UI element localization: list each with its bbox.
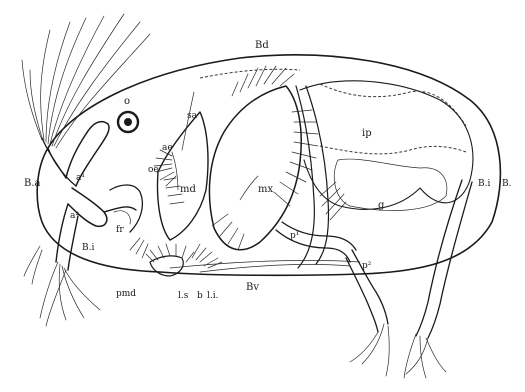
- shell-inner-line: [170, 260, 360, 268]
- dorsal-dashed: [200, 69, 300, 78]
- gland-outline: [334, 159, 447, 211]
- maxilla: [209, 66, 318, 250]
- label-p2: p²: [362, 261, 372, 271]
- frontal-organ: [114, 211, 130, 224]
- label-p1: p¹: [290, 231, 299, 241]
- label-a1: a¹: [76, 173, 85, 183]
- label-g: g: [378, 200, 385, 211]
- furca: [404, 180, 472, 378]
- label-mx: mx: [258, 184, 273, 195]
- label-Bi-left: B.i: [82, 243, 94, 253]
- label-a2: a²: [70, 211, 79, 221]
- intestine-dashed-lower: [320, 146, 466, 154]
- label-Ba: B.a: [24, 178, 41, 189]
- label-ip: ip: [362, 128, 372, 139]
- first-antenna: [22, 14, 150, 186]
- label-pmd: pmd: [116, 289, 136, 299]
- label-ls: l.s: [178, 291, 189, 301]
- label-ae: ae: [162, 143, 173, 153]
- intestine-dashed: [320, 84, 466, 126]
- mandible: [158, 112, 209, 240]
- eye-pupil: [124, 118, 132, 126]
- label-Bl: B.: [502, 179, 512, 189]
- label-Bd: Bd: [255, 40, 269, 51]
- label-Bi-right: B.i: [478, 179, 490, 189]
- label-o: o: [124, 96, 130, 107]
- label-Bv: Bv: [246, 282, 259, 293]
- first-leg: [276, 182, 356, 262]
- palp-bristles: [154, 92, 194, 186]
- ventral-line: [200, 264, 350, 272]
- lower-mouthparts: [130, 238, 222, 276]
- label-b: b: [197, 291, 203, 301]
- carapace-outline: [37, 55, 500, 275]
- label-sa: sa: [187, 111, 198, 121]
- label-fr: fr: [116, 225, 124, 235]
- label-oe: oe: [148, 165, 159, 175]
- label-li: l.i.: [207, 291, 219, 301]
- label-md: md: [180, 184, 196, 195]
